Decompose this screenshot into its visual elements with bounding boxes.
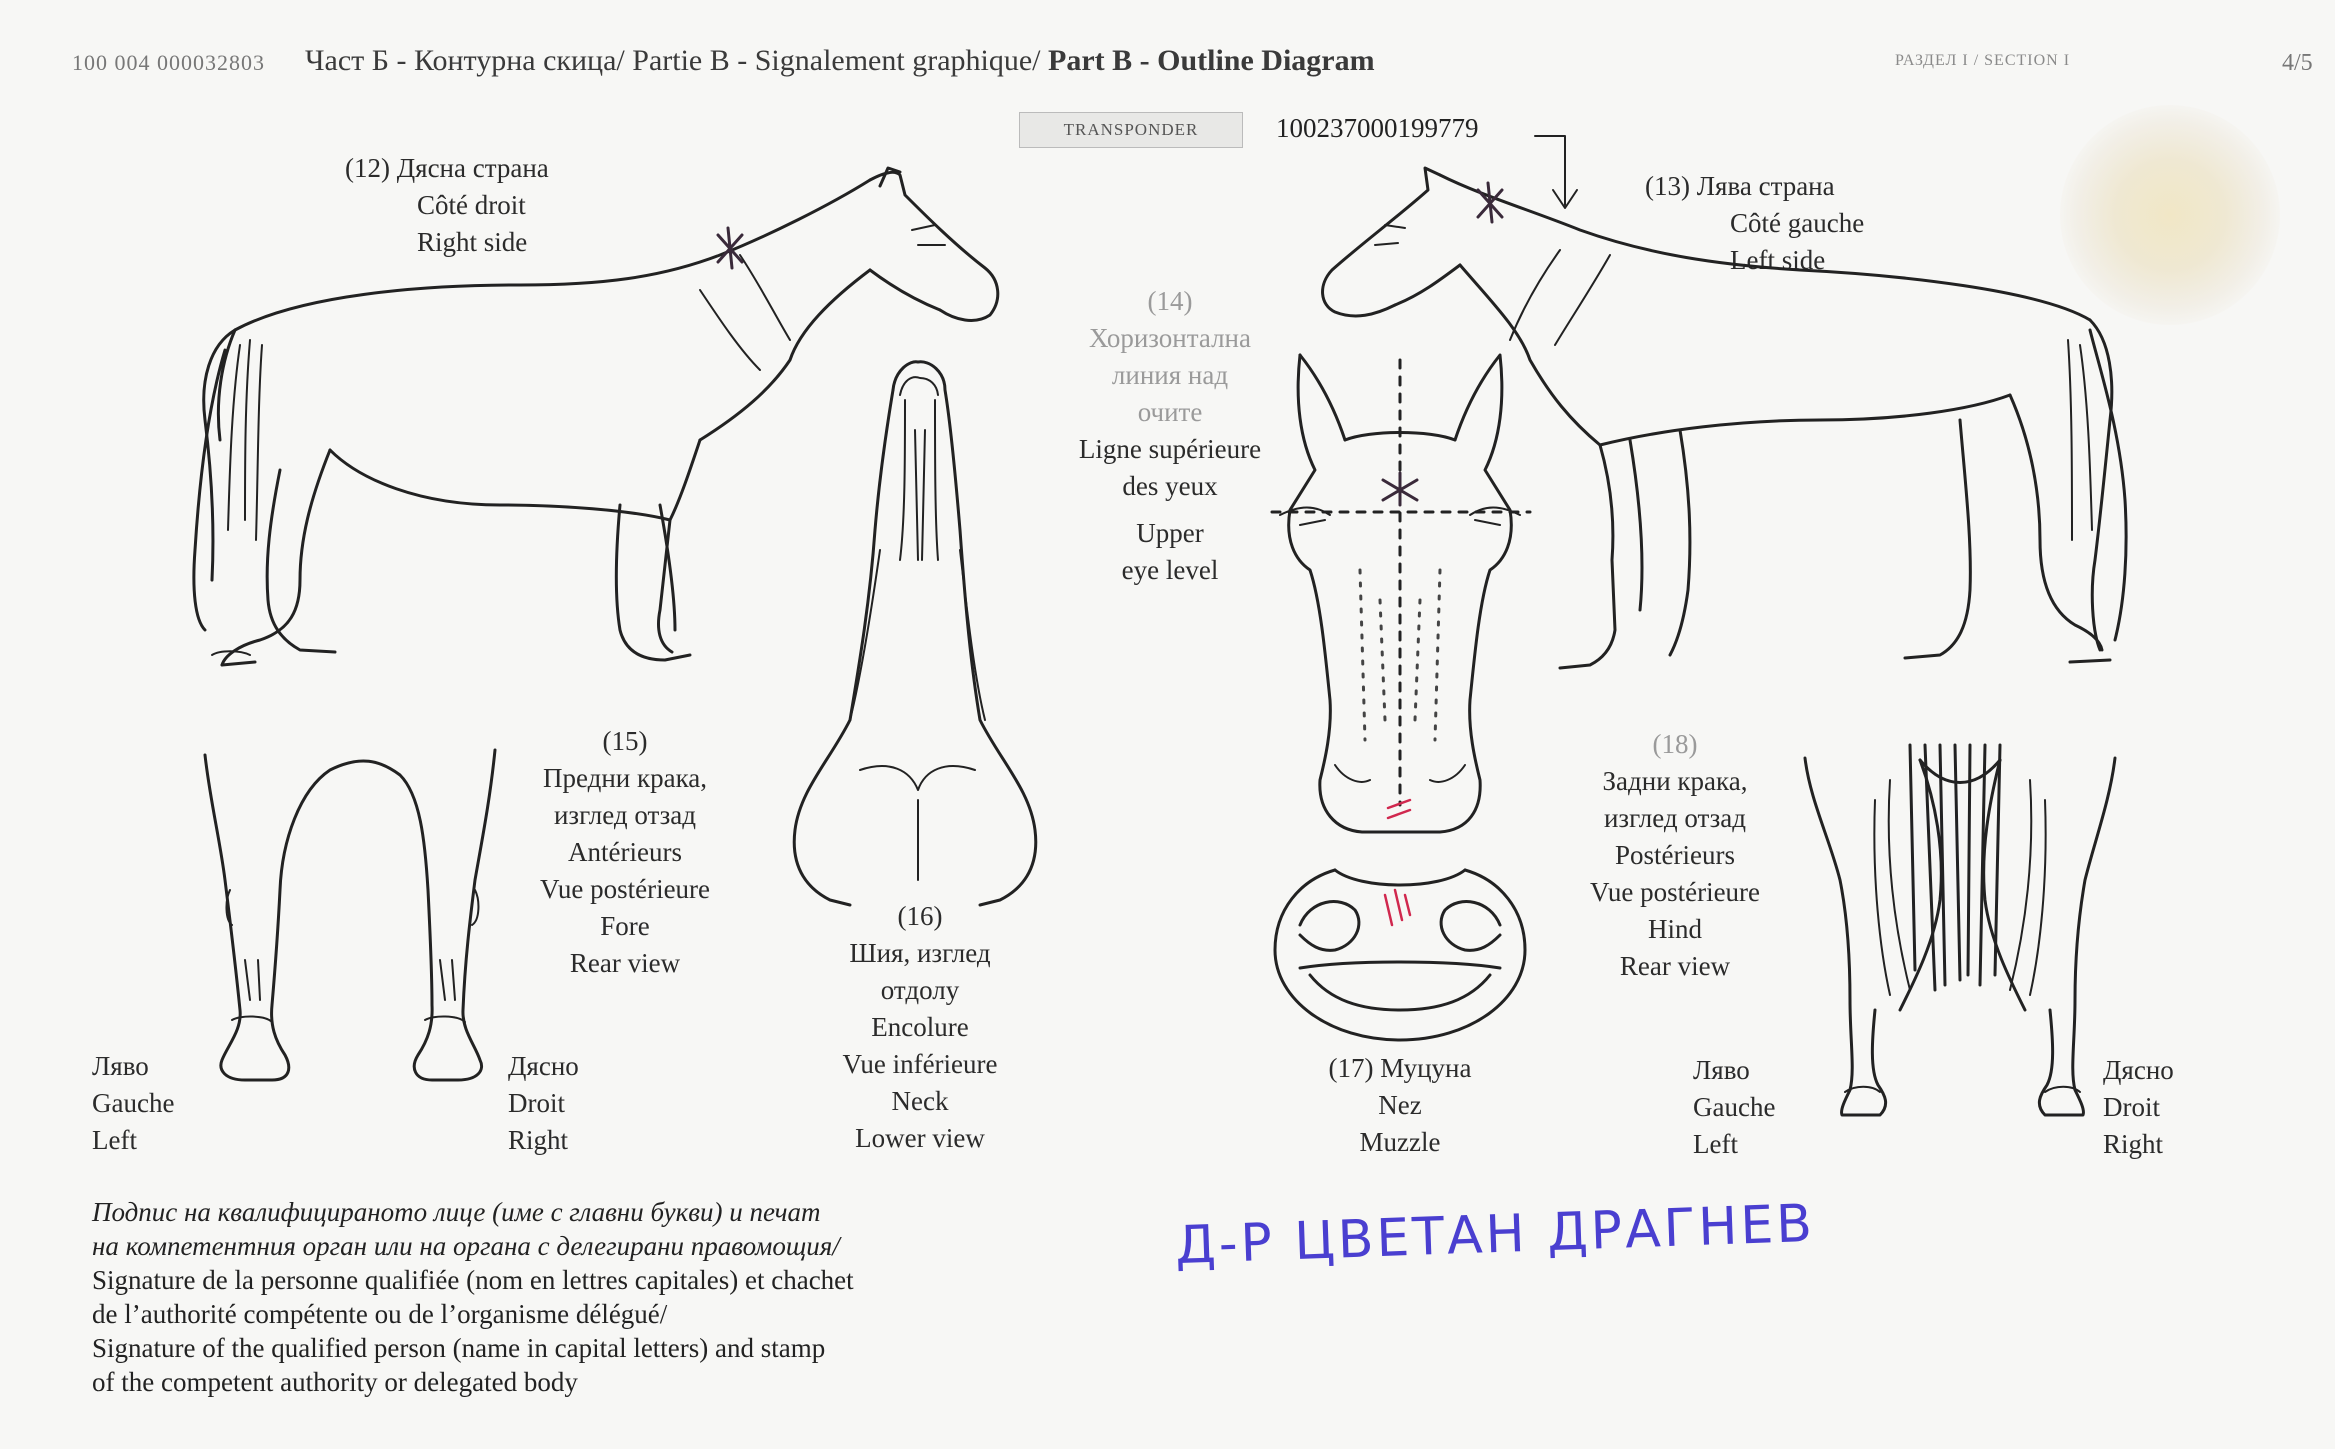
eye-level-label: (14) Хоризонтална линия над очите Ligne … xyxy=(1078,286,1262,585)
muzzle-label: (17) Муцуна Nez Muzzle xyxy=(1328,1053,1472,1157)
signature-line-bg-2: на компетентния орган или на органа с де… xyxy=(92,1231,840,1261)
fore-left-label: Ляво Gauche Left xyxy=(92,1051,175,1155)
title-prefix: Част Б - Контурна скица/ Partie B - Sign… xyxy=(305,44,1048,77)
title-bold: Part B - Outline Diagram xyxy=(1048,44,1375,77)
signature-line-en-2: of the competent authority or delegated … xyxy=(92,1367,578,1397)
signature-line-en-1: Signature of the qualified person (name … xyxy=(92,1333,826,1363)
hologram-seal xyxy=(2060,105,2280,325)
hind-right-label: Дясно Droit Right xyxy=(2103,1055,2174,1159)
section-tag: РАЗДЕЛ I / SECTION I xyxy=(1895,52,2071,69)
fore-legs-label: (15) Предни крака, изглед отзад Antérieu… xyxy=(539,726,711,978)
right-side-label: (12) Дясна страна Côté droit Right side xyxy=(345,153,549,257)
hind-left-label: Ляво Gauche Left xyxy=(1693,1055,1776,1159)
fore-right-label: Дясно Droit Right xyxy=(508,1051,579,1155)
transponder-label: TRANSPONDER xyxy=(1019,112,1243,148)
signature-line-bg-1: Подпис на квалифицираното лице (име с гл… xyxy=(92,1197,821,1227)
page-number: 4/5 xyxy=(2282,50,2313,76)
signature-line-fr-2: de l’authorité compétente ou de l’organi… xyxy=(92,1299,668,1329)
hind-legs-label: (18) Задни крака, изглед отзад Postérieu… xyxy=(1589,729,1761,981)
left-side-label: (13) Лява страна Côté gauche Left side xyxy=(1645,171,1865,275)
header-title: 100 004 000032803 Част Б - Контурна скица… xyxy=(72,44,1375,78)
document-code: 100 004 000032803 xyxy=(72,50,265,75)
signature-instructions: Подпис на квалифицираното лице (име с гл… xyxy=(92,1195,1142,1399)
signature-line-fr-1: Signature de la personne qualifiée (nom … xyxy=(92,1265,854,1295)
neck-label: (16) Шия, изглед отдолу Encolure Vue inf… xyxy=(842,901,998,1153)
transponder-number: 100237000199779 xyxy=(1276,113,1479,143)
